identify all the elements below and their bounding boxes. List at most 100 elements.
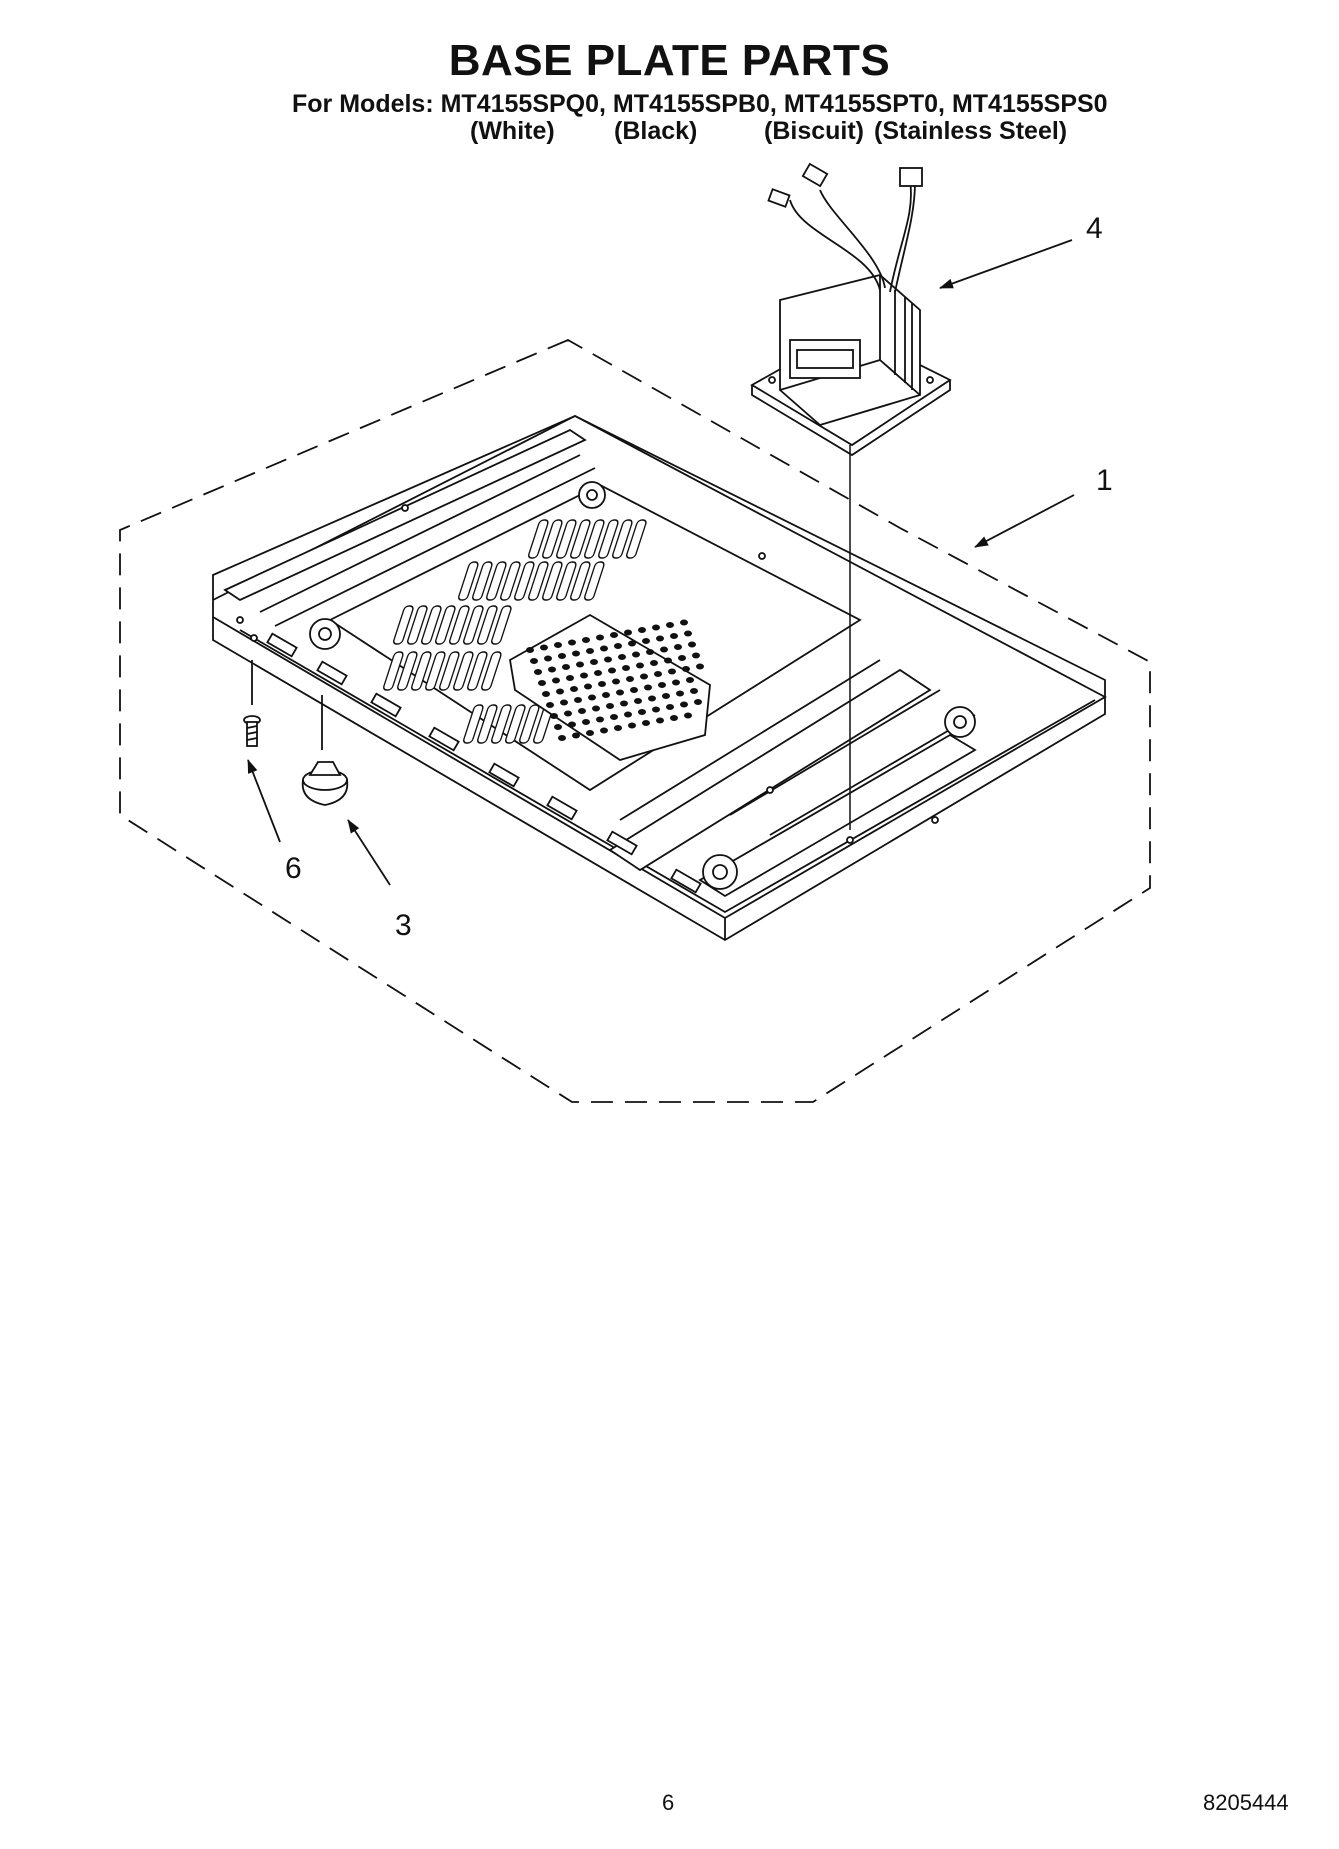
grille-hole	[544, 655, 552, 662]
grille-hole	[570, 686, 578, 692]
screw	[243, 660, 261, 747]
grille-hole	[664, 657, 672, 664]
grille-hole	[638, 709, 646, 715]
grille-hole	[600, 645, 608, 652]
page-number: 6	[662, 1790, 675, 1815]
grille-hole	[562, 664, 570, 670]
grille-hole	[672, 679, 680, 686]
grille-hole	[590, 659, 598, 665]
models-line: For Models: MT4155SPQ0, MT4155SPB0, MT41…	[292, 90, 1108, 118]
grille-hole	[656, 717, 664, 724]
grille-hole	[632, 651, 640, 658]
grille-hole	[658, 682, 666, 688]
grille-hole	[692, 652, 700, 659]
grille-hole	[554, 724, 562, 730]
grille-hole	[592, 705, 600, 712]
grille-hole	[534, 669, 542, 675]
grille-hole	[602, 692, 610, 698]
grille-hole	[642, 720, 650, 726]
grille-hole	[604, 656, 612, 663]
callout-6: 6	[285, 852, 302, 885]
grille-hole	[566, 675, 574, 681]
grille-hole	[640, 673, 648, 680]
grille-hole	[626, 676, 634, 682]
grille-hole	[682, 666, 690, 672]
grille-hole	[674, 644, 682, 650]
grille-hole	[548, 666, 556, 673]
page-title: BASE PLATE PARTS	[448, 36, 891, 85]
grille-hole	[660, 646, 668, 653]
grille-hole	[582, 719, 590, 725]
grille-hole	[538, 680, 546, 686]
assembly-boundary	[119, 338, 1151, 1103]
grille-hole	[586, 648, 594, 654]
grille-hole	[578, 708, 586, 714]
grille-hole	[598, 681, 606, 687]
grille-hole	[670, 633, 678, 639]
grille-hole	[580, 672, 588, 679]
grille-hole	[670, 715, 678, 721]
grille-hole	[628, 722, 636, 729]
grille-hole	[678, 655, 686, 661]
grille-hole	[680, 701, 688, 708]
grille-hole	[680, 619, 688, 626]
document-number: 8205444	[1203, 1790, 1289, 1815]
leader-6	[247, 759, 281, 843]
grille-hole	[574, 697, 582, 703]
grille-hole	[558, 735, 566, 741]
grille-hole	[688, 641, 696, 648]
grille-hole	[686, 677, 694, 683]
leader-3	[347, 819, 391, 886]
grille-hole	[584, 683, 592, 690]
grille-hole	[684, 712, 692, 719]
grille-hole	[614, 725, 622, 731]
color-stainless-steel: (Stainless Steel)	[874, 117, 1068, 145]
grille-hole	[676, 690, 684, 697]
grille-hole	[696, 663, 704, 670]
color-biscuit: (Biscuit)	[764, 117, 864, 145]
foot	[301, 695, 349, 806]
grille-hole	[576, 661, 584, 668]
grille-hole	[634, 698, 642, 704]
grille-hole	[694, 699, 702, 705]
grille-hole	[558, 653, 566, 659]
callout-4: 4	[1086, 212, 1103, 245]
grille-hole	[654, 671, 662, 677]
grille-hole	[690, 688, 698, 694]
grille-hole	[606, 703, 614, 709]
grille-hole	[614, 643, 622, 649]
grille-hole	[616, 689, 624, 696]
grille-hole	[586, 730, 594, 736]
grille-hole	[650, 660, 658, 666]
grille-hole	[612, 678, 620, 685]
grille-hole	[630, 687, 638, 693]
grille-hole	[546, 702, 554, 708]
grille-hole	[530, 658, 538, 664]
grille-hole	[560, 699, 568, 706]
grille-hole	[644, 684, 652, 691]
grille-hole	[636, 662, 644, 669]
grille-hole	[610, 714, 618, 720]
color-white: (White)	[470, 117, 555, 145]
grille-hole	[666, 704, 674, 710]
grille-hole	[572, 650, 580, 657]
grille-hole	[596, 634, 604, 641]
perforated-grille	[509, 613, 711, 761]
grille-hole	[588, 694, 596, 701]
grille-hole	[572, 732, 580, 739]
grille-hole	[618, 654, 626, 660]
callout-1: 1	[1096, 464, 1113, 497]
grille-hole	[638, 627, 646, 633]
grille-hole	[624, 711, 632, 718]
grille-hole	[600, 727, 608, 734]
grille-hole	[652, 706, 660, 713]
color-black: (Black)	[614, 117, 698, 145]
callout-3: 3	[395, 909, 412, 942]
grille-hole	[556, 688, 564, 695]
grille-hole	[646, 649, 654, 655]
grille-hole	[642, 638, 650, 644]
grille-hole	[628, 640, 636, 647]
vent-slots	[383, 519, 647, 744]
leader-4	[939, 239, 1073, 289]
